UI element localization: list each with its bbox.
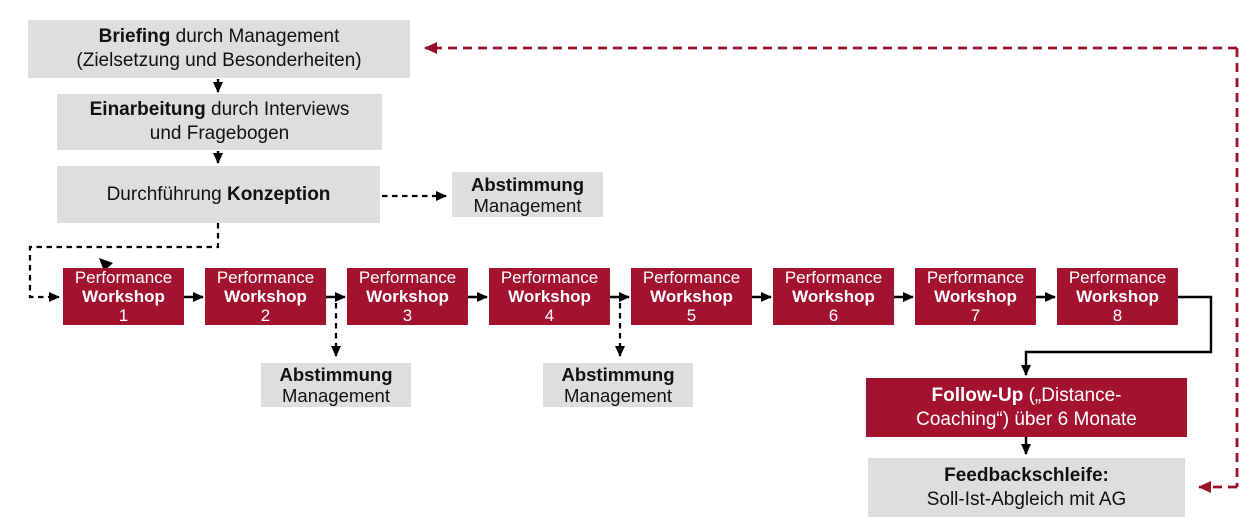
followup-bold-label: Follow-Up bbox=[931, 384, 1024, 406]
workshop-line1: Performance bbox=[926, 268, 1025, 287]
abstimmung-right-line2: Management bbox=[564, 385, 672, 406]
briefing-box: Briefing durch Management (Zielsetzung u… bbox=[28, 20, 410, 78]
einarbeitung-box: Einarbeitung durch Interviews und Frageb… bbox=[57, 94, 382, 150]
workshop-line1: Performance bbox=[500, 268, 599, 287]
workshop-number: 1 bbox=[118, 306, 129, 325]
abstimmung-management-box-left: Abstimmung Management bbox=[261, 363, 411, 407]
workshop-box-3: Performance Workshop 3 bbox=[347, 268, 468, 325]
abstimmung-top-line1: Abstimmung bbox=[471, 174, 584, 195]
einarbeitung-line2: und Fragebogen bbox=[149, 123, 290, 144]
konzeption-pre-label: Durchführung bbox=[106, 183, 227, 205]
abstimmung-right-line1: Abstimmung bbox=[561, 364, 674, 385]
workshop-number: 4 bbox=[544, 306, 555, 325]
workshop-number: 3 bbox=[402, 306, 413, 325]
workshop-line1: Performance bbox=[784, 268, 883, 287]
workshop-box-5: Performance Workshop 5 bbox=[631, 268, 752, 325]
workshop-box-2: Performance Workshop 2 bbox=[205, 268, 326, 325]
workshop-line2: Workshop bbox=[508, 287, 591, 306]
workshop-box-1: Performance Workshop 1 bbox=[63, 268, 184, 325]
abstimmung-top-line2: Management bbox=[473, 194, 582, 216]
workshop-box-4: Performance Workshop 4 bbox=[489, 268, 610, 325]
workshop-box-7: Performance Workshop 7 bbox=[915, 268, 1036, 325]
abstimmung-left-bold-label: Abstimmung bbox=[279, 364, 393, 385]
followup-line2: Coaching“) über 6 Monate bbox=[916, 408, 1137, 430]
workshop-box-6: Performance Workshop 6 bbox=[773, 268, 894, 325]
konzeption-line1: Durchführung Konzeption bbox=[107, 183, 331, 207]
workshop-box-8: Performance Workshop 8 bbox=[1057, 268, 1178, 325]
briefing-rest-label: durch Management bbox=[170, 26, 340, 47]
workshop-line2: Workshop bbox=[650, 287, 733, 306]
workshop-line1: Performance bbox=[358, 268, 457, 287]
briefing-line1: Briefing durch Management bbox=[99, 25, 340, 49]
workshop-line2: Workshop bbox=[224, 287, 307, 306]
followup-line1: Follow-Up („Distance- bbox=[932, 384, 1122, 408]
einarbeitung-bold-label: Einarbeitung bbox=[89, 99, 206, 120]
konzeption-box: Durchführung Konzeption bbox=[57, 166, 380, 223]
workshop-line2: Workshop bbox=[366, 287, 449, 306]
feedback-line2: Soll-Ist-Abgleich mit AG bbox=[926, 488, 1127, 510]
einarbeitung-line1: Einarbeitung durch Interviews bbox=[90, 98, 350, 122]
abstimmung-left-line2: Management bbox=[282, 385, 390, 406]
workshop-number: 7 bbox=[970, 306, 981, 325]
workshop-line2: Workshop bbox=[792, 287, 875, 306]
feedback-box: Feedbackschleife: Soll-Ist-Abgleich mit … bbox=[868, 458, 1185, 517]
konzeption-bold-label: Konzeption bbox=[226, 183, 331, 205]
einarbeitung-rest-label: durch Interviews bbox=[205, 99, 350, 120]
workshop-number: 5 bbox=[686, 306, 697, 325]
workshop-number: 6 bbox=[828, 306, 839, 325]
briefing-bold-label: Briefing bbox=[98, 26, 171, 47]
workshop-line2: Workshop bbox=[1076, 287, 1159, 306]
abstimmung-management-box-top: Abstimmung Management bbox=[452, 172, 603, 217]
followup-box: Follow-Up („Distance- Coaching“) über 6 … bbox=[866, 378, 1187, 437]
workshop-number: 8 bbox=[1112, 306, 1123, 325]
feedback-bold-label: Feedbackschleife: bbox=[944, 464, 1109, 486]
followup-rest-label: („Distance- bbox=[1023, 384, 1122, 406]
workshop-line1: Performance bbox=[216, 268, 315, 287]
workshop-line1: Performance bbox=[1068, 268, 1167, 287]
abstimmung-right-bold-label: Abstimmung bbox=[561, 364, 675, 385]
workshop-line2: Workshop bbox=[934, 287, 1017, 306]
workshop-line1: Performance bbox=[74, 268, 173, 287]
workshop-number: 2 bbox=[260, 306, 271, 325]
workshop-line1: Performance bbox=[642, 268, 741, 287]
workshop-line2: Workshop bbox=[82, 287, 165, 306]
abstimmung-top-bold-label: Abstimmung bbox=[470, 173, 585, 195]
briefing-line2: (Zielsetzung und Besonderheiten) bbox=[76, 50, 362, 71]
feedback-line1: Feedbackschleife: bbox=[944, 464, 1109, 488]
abstimmung-management-box-right: Abstimmung Management bbox=[543, 363, 693, 407]
abstimmung-left-line1: Abstimmung bbox=[279, 364, 392, 385]
